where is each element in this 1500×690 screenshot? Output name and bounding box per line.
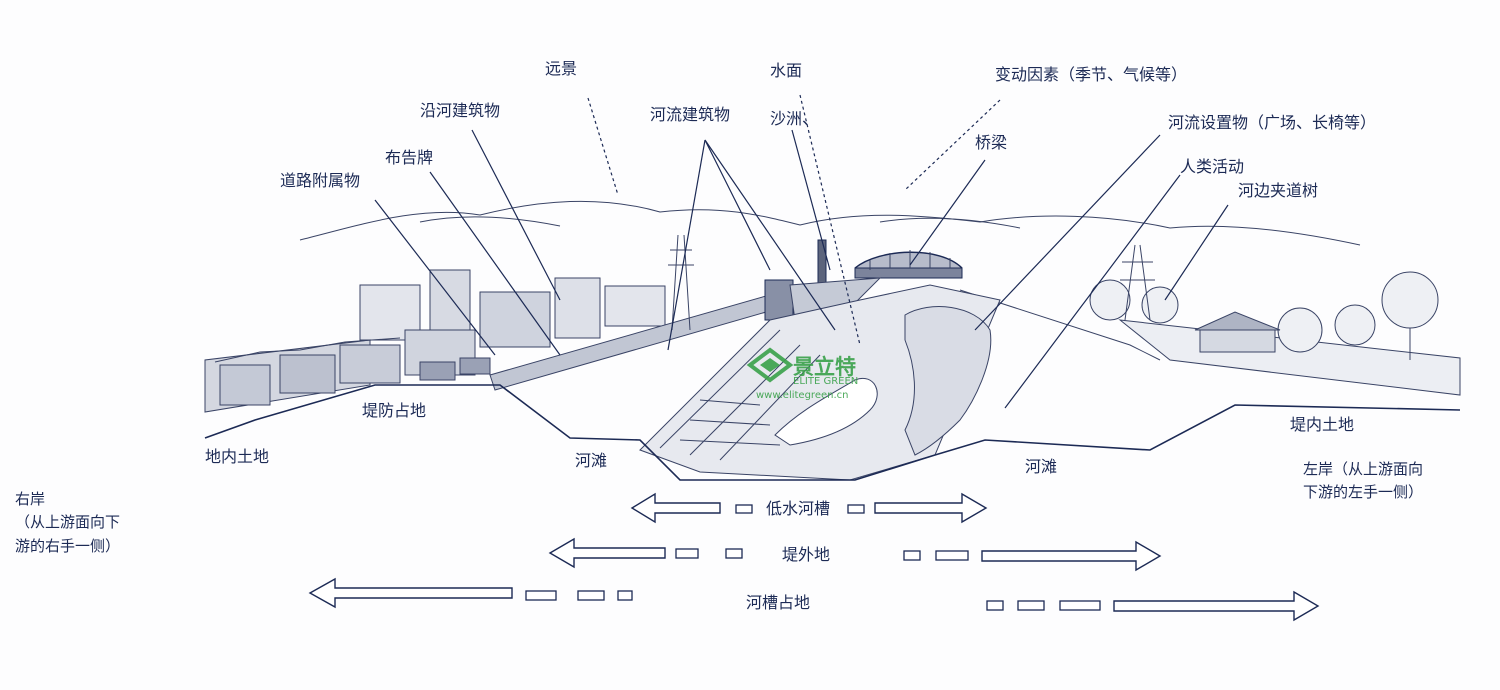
leader-billboard bbox=[429, 171, 561, 356]
arrow-right-head bbox=[874, 492, 988, 524]
arrow-low-water-channel: 低水河槽 bbox=[630, 492, 988, 524]
feature-labels: 远景 水面 沙洲、 变动因素（季节、气候等） 沿河建筑物 河流建筑物 桥梁 河流… bbox=[280, 59, 1376, 200]
watermark-brand-en: ELITE GREEN bbox=[793, 376, 858, 387]
label-human-activity: 人类活动 bbox=[1180, 157, 1244, 176]
label-right-bank-desc2: 游的右手一侧） bbox=[15, 537, 120, 555]
leader-river-structures-2 bbox=[704, 139, 771, 271]
label-inland-land-right: 堤内土地 bbox=[1290, 415, 1354, 434]
label-riverside-buildings: 沿河建筑物 bbox=[420, 101, 500, 120]
leader-riverside-buildings bbox=[471, 129, 561, 301]
leader-human-activity bbox=[1004, 174, 1181, 409]
label-water-surface: 水面 bbox=[770, 61, 802, 80]
arrow-outer-embankment: 堤外地 bbox=[548, 537, 1162, 572]
label-variable-factors: 变动因素（季节、气候等） bbox=[995, 65, 1187, 84]
leader-riverside-trees bbox=[1164, 204, 1229, 301]
river-structures bbox=[764, 239, 882, 321]
label-river-structures: 河流建筑物 bbox=[650, 105, 730, 124]
label-right-bank-desc1: （从上游面向下 bbox=[15, 513, 120, 531]
watermark-brand: 景立特 bbox=[793, 355, 856, 379]
leader-river-structures-3 bbox=[704, 139, 836, 331]
label-road-accessories: 道路附属物 bbox=[280, 171, 360, 190]
label-floodplain-left: 河滩 bbox=[575, 451, 607, 470]
label-left-bank-desc: 下游的左手一侧） bbox=[1303, 483, 1423, 501]
leader-distant-view bbox=[587, 97, 619, 196]
watermark-logo: 景立特 ELITE GREEN www.elitegreen.cn bbox=[746, 347, 858, 401]
label-right-bank-title: 右岸 bbox=[15, 490, 45, 508]
leader-bridge bbox=[909, 159, 986, 266]
label-distant-view: 远景 bbox=[545, 59, 577, 78]
label-sandbar: 沙洲、 bbox=[770, 109, 818, 128]
leader-water-surface bbox=[799, 94, 861, 346]
leader-sandbar bbox=[791, 129, 831, 271]
leader-river-facilities bbox=[974, 134, 1161, 331]
label-outer-embankment: 堤外地 bbox=[782, 545, 830, 564]
arrow-channel-land: 河槽占地 bbox=[308, 577, 1320, 622]
label-inland-land-left: 地内土地 bbox=[205, 447, 269, 466]
label-riverside-trees: 河边夹道树 bbox=[1238, 181, 1318, 200]
leader-lines bbox=[374, 94, 1229, 409]
label-floodplain-right: 河滩 bbox=[1025, 457, 1057, 476]
section-labels: 堤防占地 地内土地 河滩 河滩 堤内土地 左岸（从上游面向 下游的左手一侧） 右… bbox=[15, 401, 1423, 555]
label-low-water-channel: 低水河槽 bbox=[766, 499, 830, 518]
logo-mark-icon bbox=[746, 347, 794, 383]
right-bank-park bbox=[959, 244, 1461, 396]
label-channel-land: 河槽占地 bbox=[746, 593, 810, 612]
label-left-bank-title: 左岸（从上游面向 bbox=[1303, 460, 1423, 478]
arrow-left-head bbox=[630, 492, 721, 524]
label-embankment-land: 堤防占地 bbox=[362, 401, 426, 420]
left-bank-town bbox=[204, 234, 781, 413]
leader-road-accessories bbox=[374, 199, 496, 356]
label-bridge: 桥梁 bbox=[975, 133, 1007, 152]
label-billboard: 布告牌 bbox=[385, 148, 433, 167]
distant-mountains bbox=[299, 200, 1361, 246]
leader-variable-factors bbox=[904, 99, 1001, 191]
river-channel bbox=[639, 284, 1001, 481]
leader-river-structures-1 bbox=[667, 139, 706, 351]
bridge bbox=[854, 250, 963, 279]
watermark-url: www.elitegreen.cn bbox=[756, 390, 848, 401]
cross-section-profile bbox=[204, 384, 1461, 481]
label-river-facilities: 河流设置物（广场、长椅等） bbox=[1168, 113, 1376, 132]
